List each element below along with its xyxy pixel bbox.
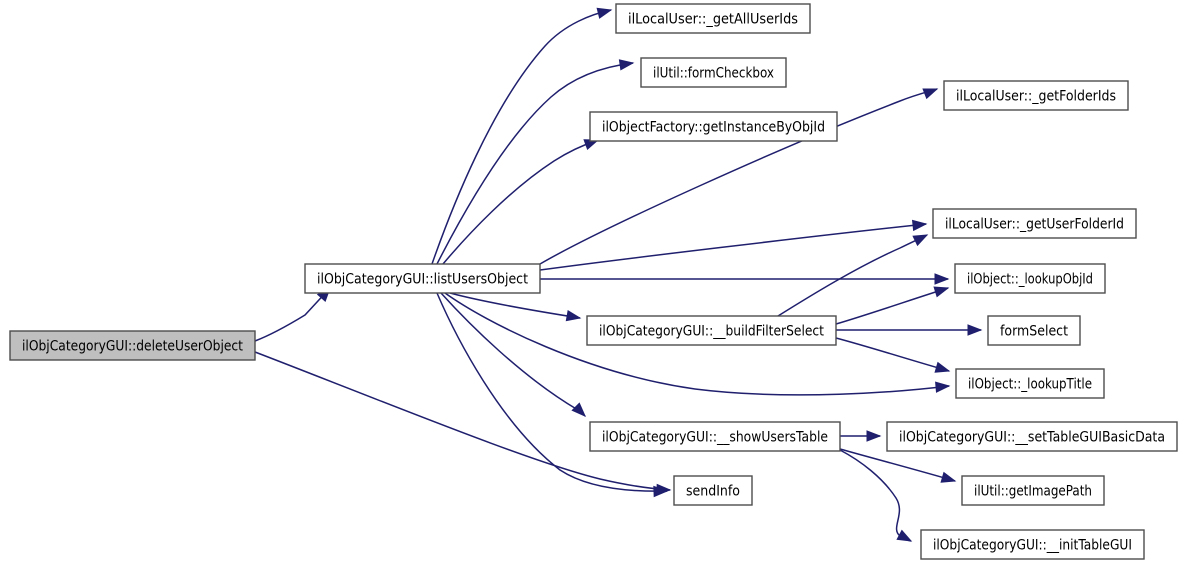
call-edge-buildFilterSelect-to-lookupObjId <box>835 287 949 325</box>
edge-arrowhead <box>653 485 669 498</box>
node-box-getInstanceByObjId[interactable] <box>589 111 838 142</box>
graph-node-listUsersObject[interactable]: ilObjCategoryGUI::listUsersObject <box>304 263 541 294</box>
node-box-listUsersObject[interactable] <box>304 263 541 294</box>
call-edge-buildFilterSelect-to-lookupTitle <box>835 337 950 372</box>
call-edge-buildFilterSelect-to-getUserFolderId <box>777 234 928 317</box>
node-box-setTableGUIBasicData[interactable] <box>886 421 1178 452</box>
call-edge-deleteUserObject-to-sendInfo <box>254 351 671 491</box>
call-edge-showUsersTable-to-initTableGUI <box>839 449 912 542</box>
graph-node-setTableGUIBasicData[interactable]: ilObjCategoryGUI::__setTableGUIBasicData <box>886 421 1178 452</box>
graph-node-buildFilterSelect[interactable]: ilObjCategoryGUI::__buildFilterSelect <box>586 315 837 346</box>
node-box-lookupTitle[interactable] <box>955 368 1105 399</box>
edge-arrowhead <box>571 402 586 417</box>
call-edge-listUsersObject-to-sendInfo <box>436 292 668 492</box>
edge-arrowhead <box>933 286 950 298</box>
node-box-getFolderIds[interactable] <box>943 80 1129 111</box>
edge-arrowhead <box>618 59 635 71</box>
call-edge-listUsersObject-to-getInstanceByObjId <box>442 139 599 265</box>
graph-node-formSelect[interactable]: formSelect <box>987 315 1081 346</box>
call-edge-listUsersObject-to-formCheckbox <box>436 62 634 265</box>
graph-node-getAllUserIds[interactable]: ilLocalUser::_getAllUserIds <box>615 3 811 34</box>
graph-node-deleteUserObject[interactable]: ilObjCategoryGUI::deleteUserObject <box>9 330 256 361</box>
graph-node-getImagePath[interactable]: ilUtil::getImagePath <box>961 475 1105 506</box>
edge-arrowhead <box>565 310 582 322</box>
edge-arrowhead <box>896 529 913 542</box>
node-box-buildFilterSelect[interactable] <box>586 315 837 346</box>
call-edge-listUsersObject-to-buildFilterSelect <box>449 292 581 319</box>
edge-arrowhead <box>596 7 613 19</box>
node-box-sendInfo[interactable] <box>673 475 753 506</box>
call-edge-showUsersTable-to-getImagePath <box>839 448 956 482</box>
graph-node-getFolderIds[interactable]: ilLocalUser::_getFolderIds <box>943 80 1129 111</box>
graph-node-sendInfo[interactable]: sendInfo <box>673 475 753 506</box>
call-edge-listUsersObject-to-getUserFolderId <box>539 223 927 271</box>
node-box-getUserFolderId[interactable] <box>932 208 1137 239</box>
graph-node-lookupObjId[interactable]: ilObject::_lookupObjId <box>954 263 1106 294</box>
node-box-lookupObjId[interactable] <box>954 263 1106 294</box>
graph-node-showUsersTable[interactable]: ilObjCategoryGUI::__showUsersTable <box>589 421 841 452</box>
nodes-layer: ilObjCategoryGUI::deleteUserObjectilObjC… <box>9 3 1178 560</box>
graph-node-getUserFolderId[interactable]: ilLocalUser::_getUserFolderId <box>932 208 1137 239</box>
edge-arrowhead <box>934 273 950 285</box>
edge-arrowhead <box>866 430 882 442</box>
node-box-showUsersTable[interactable] <box>589 421 841 452</box>
node-box-getImagePath[interactable] <box>961 475 1105 506</box>
edge-arrowhead <box>967 324 983 336</box>
call-edge-listUsersObject-to-getAllUserIds <box>431 9 612 265</box>
arrowheads-layer <box>316 7 983 542</box>
node-box-formCheckbox[interactable] <box>640 57 787 88</box>
graph-node-initTableGUI[interactable]: ilObjCategoryGUI::__initTableGUI <box>920 529 1145 560</box>
edge-arrowhead <box>940 471 957 483</box>
edge-arrowhead <box>912 234 929 247</box>
node-box-initTableGUI[interactable] <box>920 529 1145 560</box>
edge-arrowhead <box>911 219 928 232</box>
node-box-deleteUserObject[interactable] <box>9 330 256 361</box>
graph-node-formCheckbox[interactable]: ilUtil::formCheckbox <box>640 57 787 88</box>
edge-arrowhead <box>935 381 951 393</box>
graph-node-lookupTitle[interactable]: ilObject::_lookupTitle <box>955 368 1105 399</box>
node-box-getAllUserIds[interactable] <box>615 3 811 34</box>
call-edge-deleteUserObject-to-listUsersObject <box>254 287 331 342</box>
graph-node-getInstanceByObjId[interactable]: ilObjectFactory::getInstanceByObjId <box>589 111 838 142</box>
call-edge-listUsersObject-to-lookupTitle <box>444 292 950 396</box>
edge-arrowhead <box>934 361 951 373</box>
node-box-formSelect[interactable] <box>987 315 1081 346</box>
edge-arrowhead <box>922 88 939 100</box>
